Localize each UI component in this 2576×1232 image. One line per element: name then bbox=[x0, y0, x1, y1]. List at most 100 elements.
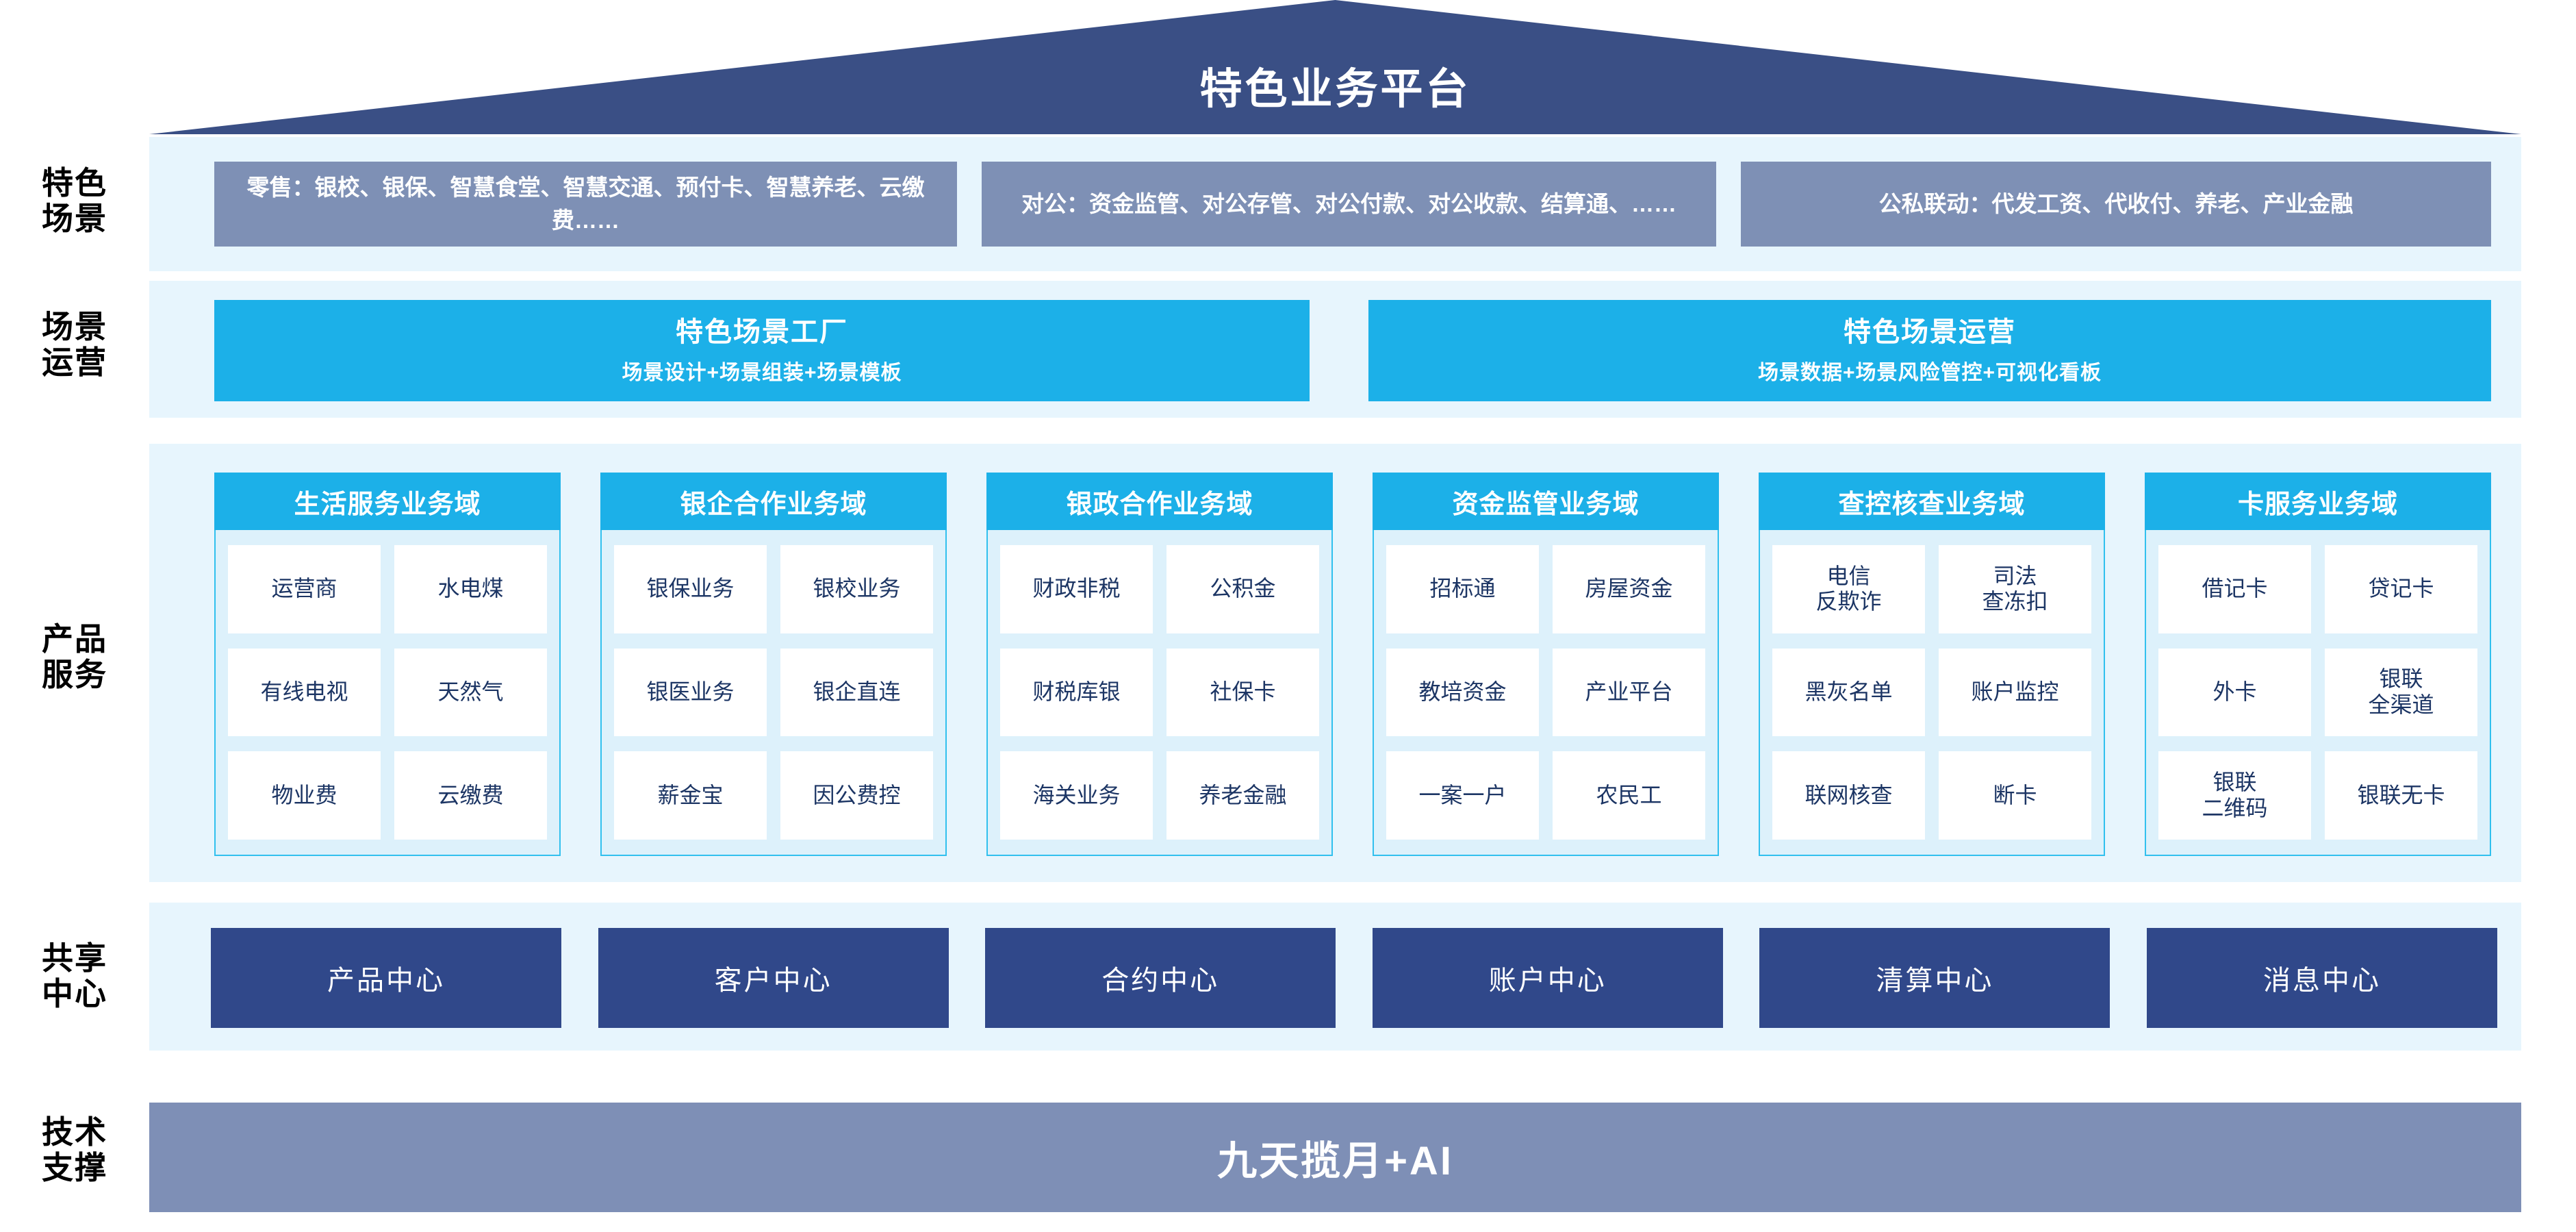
domain-cell[interactable]: 薪金宝 bbox=[614, 751, 767, 840]
shared-center-contract-center-label: 合约中心 bbox=[1101, 966, 1220, 996]
domain-cell[interactable]: 银联 全渠道 bbox=[2325, 648, 2477, 737]
domain-column-card-service: 卡服务业务域 借记卡 贷记卡 外卡 银联 全渠道 银联 二维码 银联无卡 bbox=[2145, 473, 2491, 856]
domain-body-bank-enterprise: 银保业务 银校业务 银医业务 银企直连 薪金宝 因公费控 bbox=[600, 530, 947, 856]
scene-chip-retail-text: 零售：银校、银保、智慧食堂、智慧交通、预付卡、智慧养老、云缴费…… bbox=[246, 175, 925, 233]
tech-support-bar[interactable]: 九天揽月+AI bbox=[149, 1103, 2521, 1212]
domain-cell[interactable]: 黑灰名单 bbox=[1772, 648, 1925, 737]
domain-cell[interactable]: 财税库银 bbox=[1000, 648, 1153, 737]
scene-operations-row: 特色场景工厂 场景设计+场景组装+场景模板 特色场景运营 场景数据+场景风险管控… bbox=[214, 300, 2491, 401]
rail-label-scene-ops: 场景 运营 bbox=[0, 277, 149, 414]
domain-header-inspection-verification: 查控核查业务域 bbox=[1759, 473, 2105, 530]
domain-cell[interactable]: 社保卡 bbox=[1166, 648, 1319, 737]
domain-cell[interactable]: 司法 查冻扣 bbox=[1939, 545, 2091, 633]
domain-cell[interactable]: 一案一户 bbox=[1386, 751, 1539, 840]
spacer bbox=[1716, 162, 1741, 247]
spacer bbox=[949, 928, 986, 1028]
tech-support-label: 九天揽月+AI bbox=[1217, 1139, 1453, 1183]
domain-cell[interactable]: 银校业务 bbox=[780, 545, 933, 633]
domain-cell[interactable]: 云缴费 bbox=[394, 751, 547, 840]
domain-cell[interactable]: 借记卡 bbox=[2158, 545, 2311, 633]
domain-header-bank-government: 银政合作业务域 bbox=[986, 473, 1333, 530]
domain-cell[interactable]: 养老金融 bbox=[1166, 751, 1319, 840]
spacer bbox=[2105, 473, 2145, 856]
domain-body-bank-government: 财政非税 公积金 财税库银 社保卡 海关业务 养老金融 bbox=[986, 530, 1333, 856]
domain-cell[interactable]: 公积金 bbox=[1166, 545, 1319, 633]
domain-cell[interactable]: 外卡 bbox=[2158, 648, 2311, 737]
shared-center-account-center[interactable]: 账户中心 bbox=[1372, 928, 1723, 1028]
shared-center-product-center[interactable]: 产品中心 bbox=[211, 928, 561, 1028]
domain-column-fund-supervision: 资金监管业务域 招标通 房屋资金 教培资金 产业平台 一案一户 农民工 bbox=[1373, 473, 1719, 856]
domain-cell[interactable]: 有线电视 bbox=[228, 648, 381, 737]
op-chip-scene-factory[interactable]: 特色场景工厂 场景设计+场景组装+场景模板 bbox=[214, 300, 1310, 401]
domain-body-fund-supervision: 招标通 房屋资金 教培资金 产业平台 一案一户 农民工 bbox=[1373, 530, 1719, 856]
shared-center-contract-center[interactable]: 合约中心 bbox=[985, 928, 1336, 1028]
domain-cell[interactable]: 房屋资金 bbox=[1553, 545, 1705, 633]
rail-label-product-services: 产品 服务 bbox=[0, 445, 149, 870]
domain-cell[interactable]: 物业费 bbox=[228, 751, 381, 840]
domain-cell[interactable]: 天然气 bbox=[394, 648, 547, 737]
spacer bbox=[1310, 300, 1368, 401]
op-chip-scene-operation-title: 特色场景运营 bbox=[1844, 316, 2016, 347]
domain-cell[interactable]: 银联 二维码 bbox=[2158, 751, 2311, 840]
domain-cell[interactable]: 财政非税 bbox=[1000, 545, 1153, 633]
domain-cell[interactable]: 招标通 bbox=[1386, 545, 1539, 633]
rail-label-scene-ops-text: 场景 运营 bbox=[42, 309, 107, 380]
shared-center-product-center-label: 产品中心 bbox=[327, 966, 445, 996]
shared-center-account-center-label: 账户中心 bbox=[1488, 966, 1607, 996]
domain-cell[interactable]: 联网核查 bbox=[1772, 751, 1925, 840]
domain-cell[interactable]: 运营商 bbox=[228, 545, 381, 633]
shared-centers-row: 产品中心 客户中心 合约中心 账户中心 清算中心 消息中心 bbox=[211, 928, 2497, 1028]
spacer bbox=[1723, 928, 1760, 1028]
rail-label-product-services-text: 产品 服务 bbox=[42, 621, 107, 692]
scene-chip-corporate-text: 对公：资金监管、对公存管、对公付款、对公收款、结算通、…… bbox=[1021, 191, 1676, 217]
domain-column-bank-enterprise: 银企合作业务域 银保业务 银校业务 银医业务 银企直连 薪金宝 因公费控 bbox=[600, 473, 947, 856]
platform-roof: 特色业务平台 bbox=[149, 0, 2521, 134]
spacer bbox=[561, 928, 598, 1028]
scene-chip-public-private-text: 公私联动：代发工资、代收付、养老、产业金融 bbox=[1878, 191, 2354, 217]
op-chip-scene-operation[interactable]: 特色场景运营 场景数据+场景风险管控+可视化看板 bbox=[1368, 300, 2491, 401]
scene-chip-retail[interactable]: 零售：银校、银保、智慧食堂、智慧交通、预付卡、智慧养老、云缴费…… bbox=[214, 162, 957, 247]
rail-label-shared-centers-text: 共享 中心 bbox=[42, 940, 107, 1011]
scene-chip-public-private[interactable]: 公私联动：代发工资、代收付、养老、产业金融 bbox=[1741, 162, 2491, 247]
domain-cell[interactable]: 教培资金 bbox=[1386, 648, 1539, 737]
domain-cell[interactable]: 农民工 bbox=[1553, 751, 1705, 840]
page-title: 特色业务平台 bbox=[1199, 66, 1471, 113]
domain-body-card-service: 借记卡 贷记卡 外卡 银联 全渠道 银联 二维码 银联无卡 bbox=[2145, 530, 2491, 856]
spacer bbox=[1336, 928, 1373, 1028]
shared-center-settlement-center-label: 清算中心 bbox=[1876, 966, 1994, 996]
shared-center-customer-center-label: 客户中心 bbox=[714, 966, 832, 996]
shared-center-message-center-label: 消息中心 bbox=[2262, 966, 2381, 996]
rail-label-tech-support-text: 技术 支撑 bbox=[42, 1114, 107, 1185]
rail-label-shared-centers: 共享 中心 bbox=[0, 897, 149, 1056]
domain-cell[interactable]: 贷记卡 bbox=[2325, 545, 2477, 633]
domain-header-fund-supervision: 资金监管业务域 bbox=[1373, 473, 1719, 530]
domain-cell[interactable]: 账户监控 bbox=[1939, 648, 2091, 737]
domain-cell[interactable]: 电信 反欺诈 bbox=[1772, 545, 1925, 633]
domain-body-life-service: 运营商 水电煤 有线电视 天然气 物业费 云缴费 bbox=[214, 530, 561, 856]
domain-cell[interactable]: 银保业务 bbox=[614, 545, 767, 633]
domain-cell[interactable]: 因公费控 bbox=[780, 751, 933, 840]
domain-cell[interactable]: 水电煤 bbox=[394, 545, 547, 633]
spacer bbox=[2110, 928, 2147, 1028]
spacer bbox=[957, 162, 982, 247]
rail-label-tech-support: 技术 支撑 bbox=[0, 1075, 149, 1226]
shared-center-settlement-center[interactable]: 清算中心 bbox=[1759, 928, 2110, 1028]
domain-header-card-service: 卡服务业务域 bbox=[2145, 473, 2491, 530]
domain-cell[interactable]: 银医业务 bbox=[614, 648, 767, 737]
rail-label-scenes: 特色 场景 bbox=[0, 134, 149, 268]
op-chip-scene-factory-subtitle: 场景设计+场景组装+场景模板 bbox=[622, 361, 902, 384]
domain-cell[interactable]: 银企直连 bbox=[780, 648, 933, 737]
shared-center-message-center[interactable]: 消息中心 bbox=[2146, 928, 2497, 1028]
spacer bbox=[1719, 473, 1759, 856]
scene-chip-corporate[interactable]: 对公：资金监管、对公存管、对公付款、对公收款、结算通、…… bbox=[982, 162, 1716, 247]
domain-cell[interactable]: 产业平台 bbox=[1553, 648, 1705, 737]
domain-column-inspection-verification: 查控核查业务域 电信 反欺诈 司法 查冻扣 黑灰名单 账户监控 联网核查 断卡 bbox=[1759, 473, 2105, 856]
shared-center-customer-center[interactable]: 客户中心 bbox=[598, 928, 949, 1028]
domain-cell[interactable]: 海关业务 bbox=[1000, 751, 1153, 840]
domain-cell[interactable]: 断卡 bbox=[1939, 751, 2091, 840]
op-chip-scene-factory-title: 特色场景工厂 bbox=[676, 316, 848, 347]
domain-cell[interactable]: 银联无卡 bbox=[2325, 751, 2477, 840]
domain-column-life-service: 生活服务业务域 运营商 水电煤 有线电视 天然气 物业费 云缴费 bbox=[214, 473, 561, 856]
domain-header-life-service: 生活服务业务域 bbox=[214, 473, 561, 530]
